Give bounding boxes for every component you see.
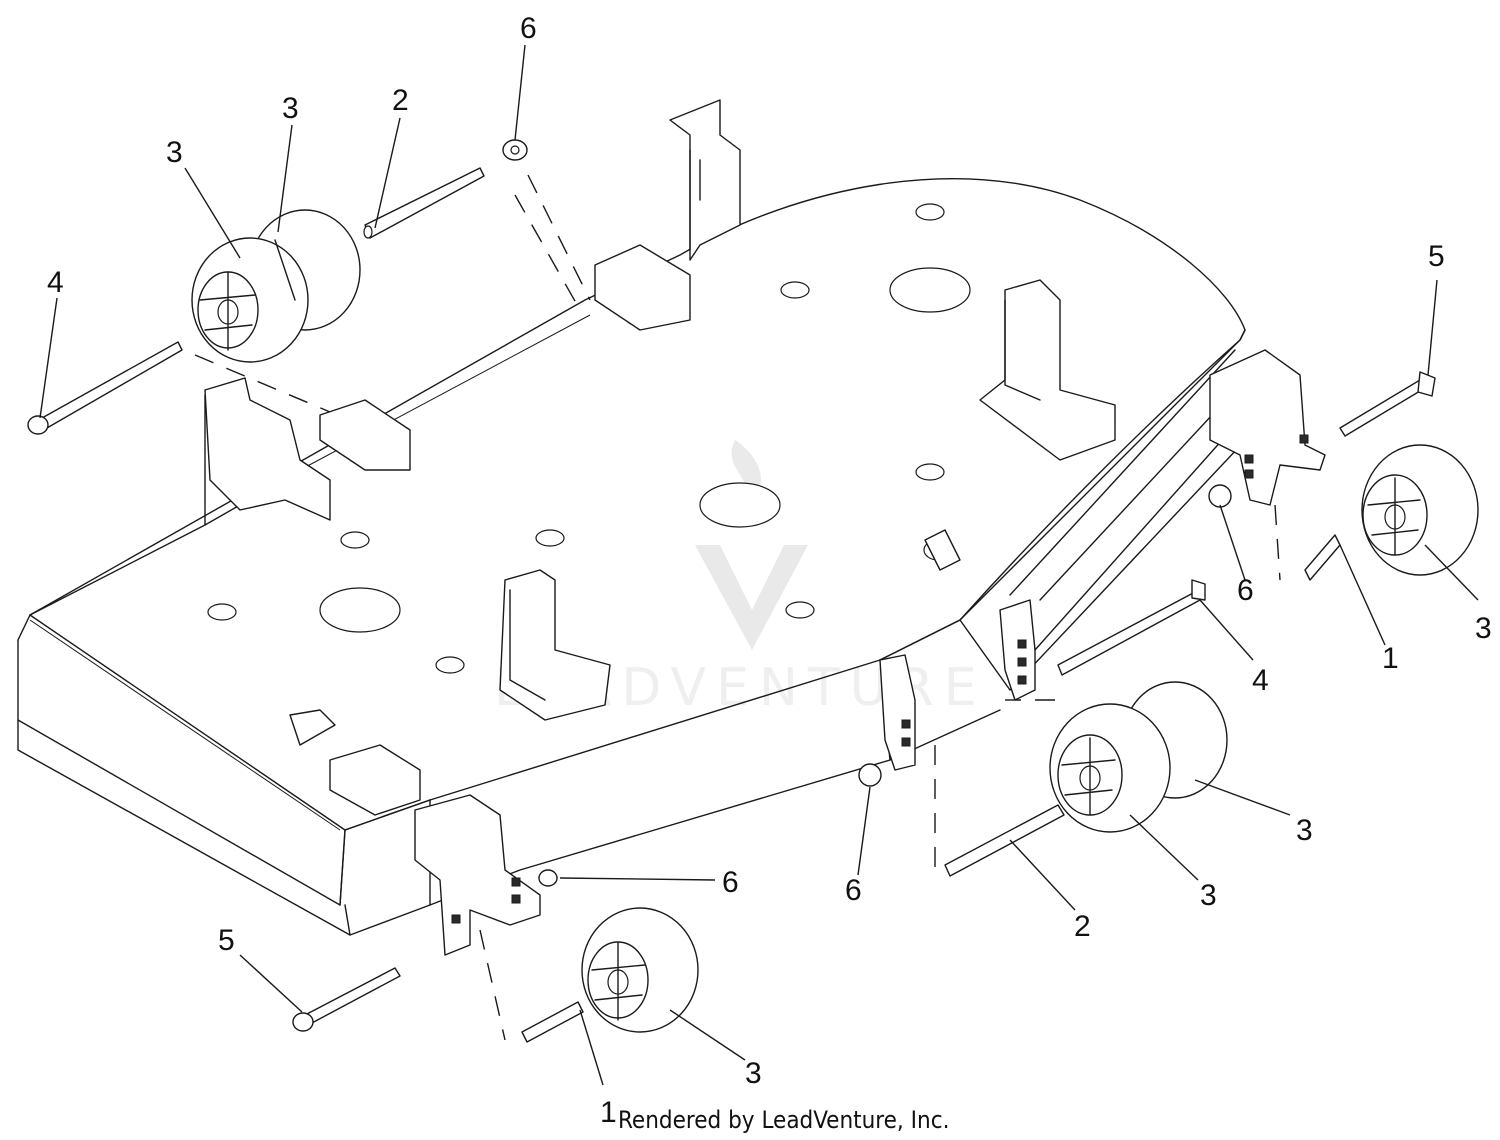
callout-label: 3 [282,92,299,125]
callout-label: 2 [1074,910,1091,943]
callout-label: 6 [845,874,862,907]
right-front-caster-bracket [879,599,1036,771]
callout-label: 3 [1296,814,1313,847]
callout-label: 6 [520,12,537,45]
callout-label: 6 [722,866,739,899]
front-right-wheel-assembly [858,579,1228,877]
callout-label: 3 [166,136,183,169]
deck-brackets [204,99,1116,816]
callout-label: 4 [1252,664,1269,697]
callout-label: 3 [745,1057,762,1090]
callout-label: 6 [1237,574,1254,607]
leader-lines [39,44,1479,1086]
callout-label: 5 [218,924,235,957]
callout-label: 5 [1428,240,1445,273]
callout-label: 4 [47,266,64,299]
callout-label: 3 [1475,612,1492,645]
rear-right-caster-bracket [1209,349,1326,506]
callout-label: 1 [600,1096,617,1129]
callout-labels: 6 3 2 3 4 5 6 1 3 4 3 6 6 3 2 5 3 1 [47,12,1492,1129]
front-left-wheel-assembly [292,869,699,1043]
callout-label: 1 [1382,642,1399,675]
callout-label: 2 [392,84,409,117]
rear-left-wheel-assembly [27,139,528,435]
callout-label: 3 [1200,879,1217,912]
rear-right-wheel-assembly [1208,371,1479,581]
spindle-openings [319,267,971,633]
alignment-lines [194,174,1281,1041]
front-left-caster-bracket [414,794,541,956]
render-credit: Rendered by LeadVenture, Inc. [618,1106,949,1134]
